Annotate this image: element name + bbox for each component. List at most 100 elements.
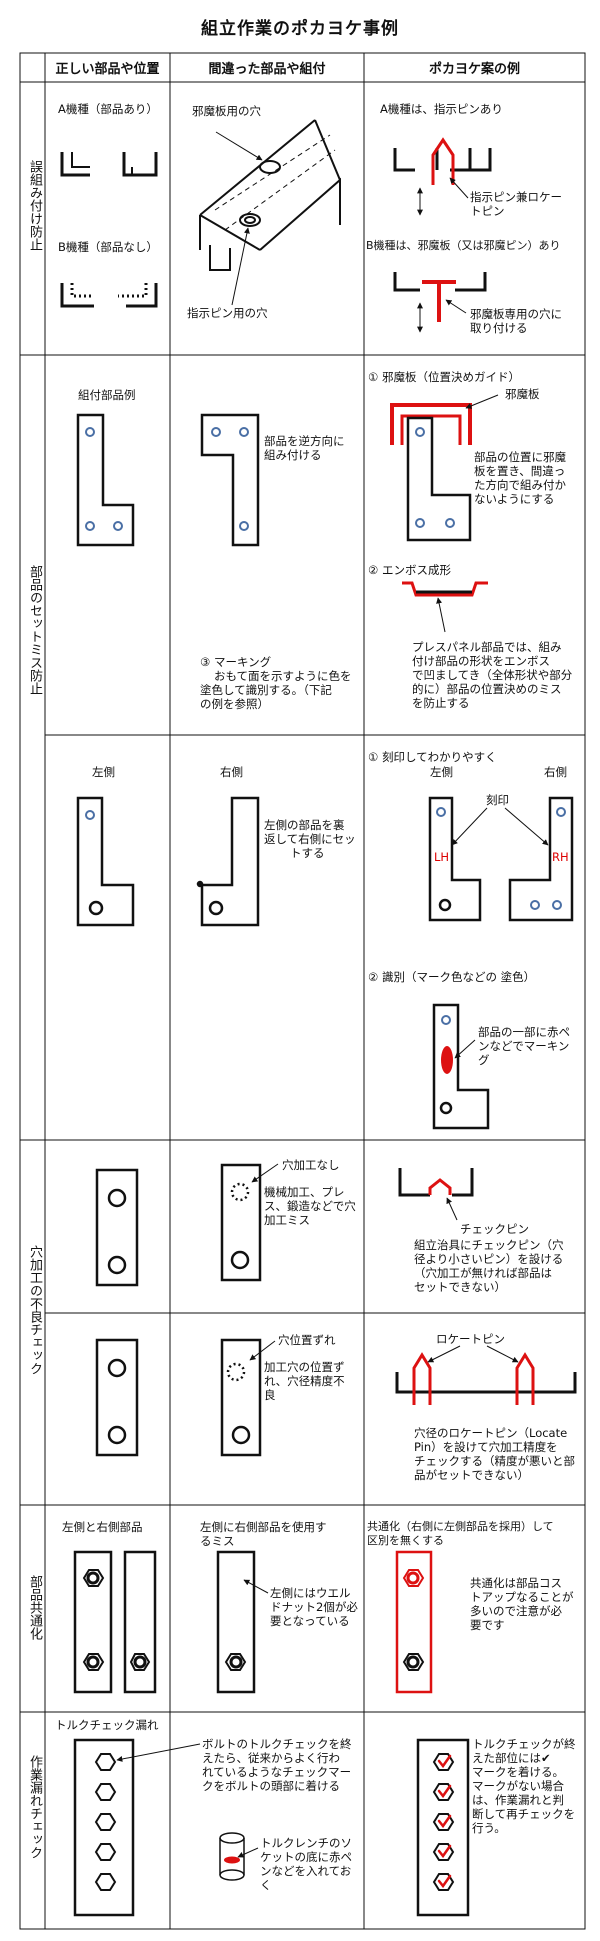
common-1: 共通化（右側に左側部品を採用）して — [367, 1520, 554, 1533]
emboss-2: 付け部品の形状をエンボス — [412, 654, 550, 668]
offset-2: れ、穴径精度不 — [264, 1374, 345, 1388]
locate-4: 品がセットできない） — [414, 1468, 529, 1482]
b-model-note: B機種は、邪魔板（又は邪魔ピン）あり — [366, 239, 561, 252]
check-2: 径より小さいピン）を設ける — [414, 1252, 564, 1266]
pin-label-1: 指示ピン兼ロケー — [470, 190, 562, 204]
marking-2: おもて面を示すように色を — [214, 669, 352, 683]
marking-4: の例を参照） — [200, 697, 269, 711]
wrench-3: ンなどを入れてお — [260, 1864, 352, 1878]
hole-part-correct — [95, 1168, 139, 1287]
socket-drawing — [219, 1832, 259, 1881]
guide-plate-diagram — [390, 394, 499, 542]
a-model-label: A機種（部品あり） — [58, 102, 158, 116]
done-5: は、作業漏れと判 — [472, 1793, 564, 1807]
done-6: 断して再チェックを — [472, 1807, 576, 1821]
guide-title: ① 邪魔板（位置決めガイド） — [368, 370, 520, 384]
offset-label: 穴位置ずれ — [278, 1333, 336, 1347]
pin-label-2: トピン — [470, 204, 505, 218]
pin-hole-label: 指示ピン用の穴 — [187, 306, 268, 320]
page-title: 組立作業のポカヨケ事例 — [201, 19, 399, 39]
a-model-parts — [60, 152, 158, 177]
done-1: トルクチェックが終 — [472, 1737, 576, 1751]
locate-pin-label: ロケートピン — [436, 1332, 505, 1346]
common-part-drawing — [395, 1550, 433, 1694]
check-pin-label: チェックピン — [460, 1222, 529, 1236]
ident-2: ンなどでマーキン — [478, 1039, 570, 1053]
flip-3: トする — [290, 846, 325, 860]
cost-3: 多いので注意が必 — [470, 1604, 562, 1618]
ident-3: グ — [478, 1053, 490, 1067]
header-correct: 正しい部品や位置 — [55, 62, 160, 77]
locate-2: Pin）を設けて穴加工精度を — [414, 1440, 558, 1454]
pin-diagram-a — [393, 137, 492, 216]
a-model-note: A機種は、指示ピンあり — [380, 102, 503, 116]
ident-diagram — [432, 1003, 490, 1130]
emboss-3: で凹ましてき（全体形状や部分 — [412, 668, 573, 682]
nut-2: ドナット2個が必 — [270, 1600, 358, 1614]
left-label: 左側 — [92, 765, 115, 779]
locate-3: チェックする（精度が悪いと部 — [414, 1454, 575, 1468]
wrench-2: ケットの底に赤ペ — [260, 1850, 352, 1864]
pin-diagram-b — [393, 272, 487, 333]
lh-stamp: LH — [434, 850, 450, 864]
header-wrong: 間違った部品や組付 — [208, 62, 326, 77]
side-label-omission: 作業漏れチェック — [27, 1755, 42, 1859]
common-2: 区別を無くする — [367, 1534, 444, 1547]
side-label-common: 部品共通化 — [27, 1575, 42, 1640]
bolt-column-drawing — [73, 1738, 201, 1917]
wrench-1: トルクレンチのソ — [260, 1836, 352, 1850]
checked-bolt-column — [416, 1738, 470, 1917]
check-4: セットできない） — [414, 1280, 506, 1294]
mark-4: クをボルトの頭部に着ける — [202, 1779, 340, 1793]
jama-hole-label: 邪魔板用の穴 — [192, 104, 261, 118]
ident-title: ② 識別（マーク色などの 塗色） — [368, 970, 536, 984]
jama-only-1: 邪魔板専用の穴に — [470, 307, 562, 321]
lr-parts-label: 左側と右側部品 — [62, 1520, 143, 1534]
check-1: 組立治具にチェックピン（穴 — [414, 1238, 564, 1252]
rh-stamp: RH — [552, 850, 569, 864]
side-label-misassembly: 誤組み付け防止 — [27, 160, 42, 251]
left-part — [76, 796, 135, 927]
reverse-2: 組み付ける — [264, 448, 322, 462]
guide-4: ないようにする — [474, 492, 555, 506]
emboss-1: プレスパネル部品では、組み — [412, 640, 562, 654]
cost-4: 要です — [470, 1618, 505, 1632]
no-hole-3: 加工ミス — [264, 1213, 310, 1227]
emboss-4: 的に）部品の位置決めのミス — [412, 682, 562, 696]
mark-2: えたら、従来からよく行わ — [202, 1751, 340, 1765]
l-part-reversed — [200, 413, 260, 547]
flip-2: 返して右側にセッ — [264, 832, 356, 846]
no-hole-1: 機械加工、プレ — [264, 1185, 345, 1199]
left-label-2: 左側 — [430, 765, 453, 779]
hole-part-missing — [220, 1163, 279, 1282]
wrong-part-drawing — [216, 1550, 269, 1694]
done-2: えた部位には✔ — [472, 1751, 551, 1765]
nut-3: 要となっている — [270, 1614, 350, 1628]
l-part-correct — [76, 413, 135, 547]
wrong-1: 左側に右側部品を使用す — [200, 1520, 327, 1534]
stamp-label: 刻印 — [486, 793, 509, 807]
stamp-diagram — [428, 796, 574, 922]
b-model-parts — [60, 283, 158, 308]
offset-1: 加工穴の位置ず — [264, 1360, 345, 1374]
example-part-label: 組付部品例 — [78, 388, 136, 402]
done-3: マークを着ける。 — [472, 1765, 564, 1779]
header-example: ポカヨケ案の例 — [428, 62, 520, 77]
guide-3: た方向で組み付か — [474, 478, 566, 492]
mark-3: れているようなチェックマー — [202, 1765, 352, 1779]
reverse-1: 部品を逆方向に — [264, 434, 345, 448]
guide-label: 邪魔板 — [505, 387, 540, 401]
emboss-5: を防止する — [412, 696, 470, 710]
side-label-hole: 穴加工の不良チェック — [27, 1245, 42, 1375]
done-7: 行う。 — [472, 1821, 506, 1835]
wrong-2: るミス — [200, 1534, 235, 1548]
locate-pin-diagram — [395, 1345, 577, 1405]
offset-part-correct — [95, 1338, 139, 1457]
marking-3: 塗色して識別する。（下記 — [200, 683, 332, 697]
torque-miss-label: トルクチェック漏れ — [55, 1718, 159, 1732]
cost-1: 共通化は部品コス — [470, 1576, 562, 1590]
side-label-set-mistake: 部品のセットミス防止 — [27, 565, 42, 695]
